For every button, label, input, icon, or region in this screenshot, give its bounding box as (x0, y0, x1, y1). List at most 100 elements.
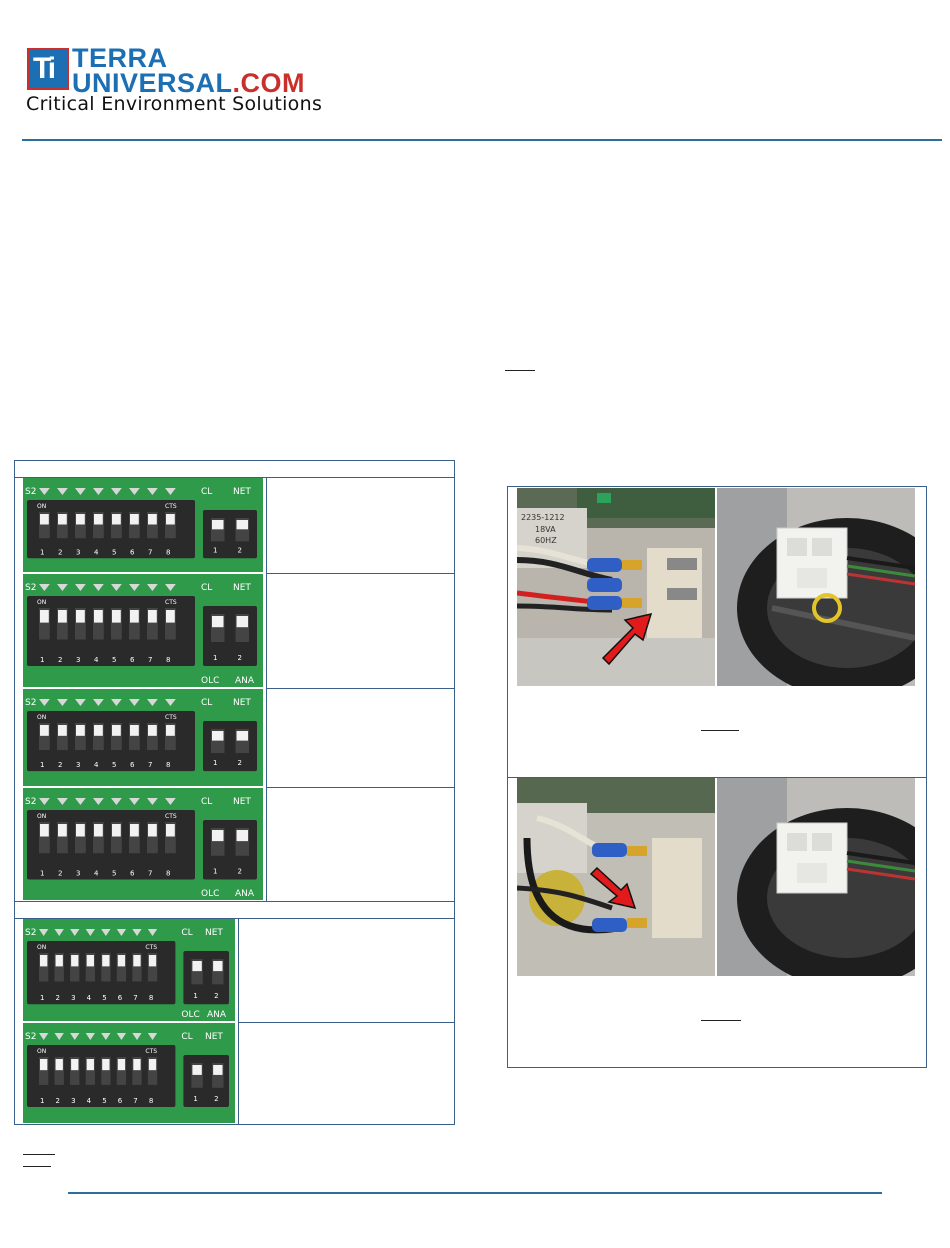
switch-number: 7 (148, 869, 152, 877)
on-label: ON (37, 503, 46, 510)
olc-label: OLC (201, 676, 219, 686)
dip-toggle (147, 1057, 158, 1085)
switch-number: 5 (112, 656, 116, 664)
logo-universal-text: UNIVERSAL (72, 68, 233, 98)
dip-toggle (101, 953, 111, 982)
switch-number: 2 (214, 1095, 218, 1103)
switch-number: 6 (130, 656, 135, 664)
dip-toggle (129, 512, 140, 539)
switch-number: 4 (87, 1097, 92, 1105)
switch-number: 7 (133, 994, 137, 1002)
dip-toggle (147, 512, 158, 539)
switch-number: 6 (130, 869, 135, 877)
switch-number: 1 (193, 992, 197, 1000)
terminal-wiring-illustration: 2235-1212 18VA 60HZ (517, 488, 715, 686)
cl-label: CL (201, 797, 212, 807)
footer-rule (68, 1192, 882, 1194)
dip-toggle-lever (130, 610, 139, 623)
dip-toggle-lever (166, 725, 175, 736)
switch-number: 7 (148, 656, 152, 664)
dip-toggle-lever (166, 824, 175, 837)
logo-line-terra: TERRA (72, 43, 168, 73)
dip-toggle (165, 608, 176, 640)
dip-toggle-lever (212, 731, 224, 741)
on-label: ON (37, 813, 46, 820)
switch-number: 2 (58, 656, 62, 664)
dip-toggle-lever (58, 725, 67, 736)
dip-toggle (93, 512, 104, 539)
dip-toggle (116, 953, 127, 982)
table-row-divider (266, 787, 455, 788)
switch-number: 6 (118, 1097, 123, 1105)
dip-toggle-lever (117, 955, 126, 967)
logo-com-text: .COM (232, 68, 306, 98)
olc-label: OLC (201, 889, 219, 899)
s2-label: S2 (25, 698, 36, 708)
switch-number: 1 (40, 656, 44, 664)
dip-toggle-lever (71, 1059, 79, 1071)
dip-toggle (165, 723, 176, 751)
dip-toggle (39, 723, 50, 751)
switch-number: 5 (102, 994, 106, 1002)
dip-toggle (39, 512, 50, 539)
switch-number: 4 (94, 656, 99, 664)
on-label: ON (37, 599, 46, 606)
dip-toggle-lever (212, 830, 224, 842)
on-label: ON (37, 944, 46, 951)
switch-number: 3 (76, 869, 80, 877)
dip-toggle (129, 822, 140, 854)
switch-number: 6 (130, 761, 135, 769)
switch-number: 1 (193, 1095, 197, 1103)
on-label: ON (37, 1048, 46, 1055)
switch-number: 3 (76, 761, 80, 769)
ana-label: ANA (235, 676, 255, 686)
s2-label: S2 (25, 487, 36, 497)
switch-number: 1 (40, 994, 44, 1002)
cts-label: CTS (165, 714, 177, 721)
connector-photo-1 (717, 488, 915, 686)
s2-label: S2 (25, 1032, 36, 1042)
switch-number: 8 (166, 761, 170, 769)
dip-toggle (39, 953, 49, 982)
switch-number: 4 (94, 869, 99, 877)
dip-toggle (57, 512, 68, 539)
switch-number: 3 (76, 656, 80, 664)
connector-illustration (717, 488, 915, 686)
dip-toggle-lever (58, 514, 67, 525)
dip-toggle-lever (94, 725, 103, 736)
dip-toggle (39, 1057, 49, 1085)
dip-toggle (70, 953, 80, 982)
switch-number: 2 (58, 761, 62, 769)
logo-tagline: Critical Environment Solutions (26, 93, 323, 115)
dip-toggle-lever (148, 514, 157, 525)
dip-toggle-lever (212, 520, 224, 530)
table-column-divider (238, 918, 239, 1125)
dip-toggle-lever (192, 1065, 202, 1075)
net-label: NET (205, 928, 223, 938)
switch-number: 3 (76, 548, 80, 556)
table-column-divider (266, 477, 267, 901)
dip-toggle-lever (40, 610, 49, 623)
dip-toggle (75, 512, 86, 539)
switch-number: 8 (166, 869, 170, 877)
cl-label: CL (201, 698, 212, 708)
dip-toggle-lever (40, 725, 49, 736)
table-section-rule (14, 918, 455, 919)
olc-label: OLC (181, 1010, 199, 1020)
dip-toggle-lever (58, 610, 67, 623)
dip-toggle-lever (40, 514, 49, 525)
ana-label: ANA (235, 889, 255, 899)
net-label: NET (233, 487, 251, 497)
terminal-wiring-photo-2 (517, 778, 715, 976)
dip-toggle-lever (94, 514, 103, 525)
dip-toggle (75, 608, 86, 640)
switch-number: 7 (133, 1097, 137, 1105)
dip-toggle (191, 1063, 203, 1088)
switch-number: 1 (40, 761, 44, 769)
dip-toggle (75, 822, 86, 854)
dip-toggle (111, 723, 122, 751)
